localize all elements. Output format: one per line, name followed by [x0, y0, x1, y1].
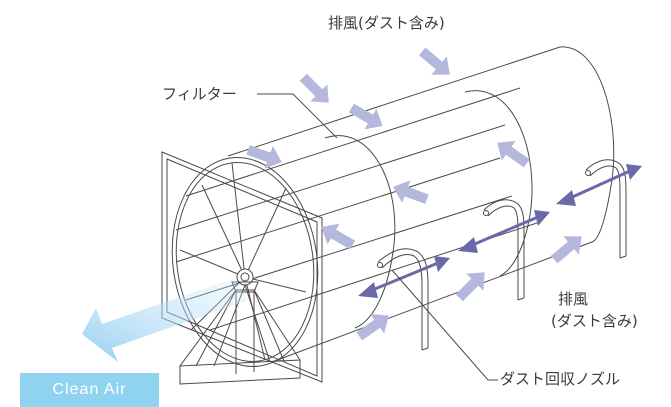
inflow-arrow — [455, 272, 485, 302]
filter-label: フィルター — [162, 85, 237, 103]
nozzle-leader — [391, 269, 498, 381]
inflow-arrow — [321, 223, 356, 250]
dust-nozzles — [377, 159, 627, 351]
nozzle-label: ダスト回収ノズル — [500, 370, 621, 388]
inflow-arrow — [418, 47, 450, 75]
nozzle-3 — [585, 159, 627, 256]
exhaust-label-right-1: 排風 — [558, 290, 589, 308]
exhaust-label-right-2: (ダスト含み) — [551, 312, 638, 330]
inflow-arrow — [356, 313, 389, 341]
nozzle-traverse-arrows — [358, 164, 642, 298]
filter-leader — [257, 93, 338, 139]
frame-plate — [161, 151, 323, 383]
nozzle-1 — [377, 248, 429, 348]
traverse-arrow-1 — [358, 256, 450, 298]
inflow-arrow — [348, 103, 383, 130]
clean-air-arrow — [82, 278, 248, 362]
filter-cylinder — [175, 46, 615, 363]
leader-lines — [257, 93, 498, 381]
inflow-arrow — [393, 180, 429, 204]
exhaust-inflow-arrows — [246, 47, 582, 341]
inflow-arrow — [299, 73, 329, 103]
traverse-arrow-3 — [556, 164, 642, 206]
inflow-arrow — [497, 140, 530, 168]
inflow-arrow — [550, 236, 582, 264]
traverse-arrow-2 — [458, 210, 550, 253]
nozzle-2 — [483, 199, 525, 298]
clean-air-badge: Clean Air — [20, 373, 159, 407]
exhaust-label-top: 排風(ダスト含み) — [328, 14, 445, 32]
inflow-arrow — [246, 145, 282, 169]
